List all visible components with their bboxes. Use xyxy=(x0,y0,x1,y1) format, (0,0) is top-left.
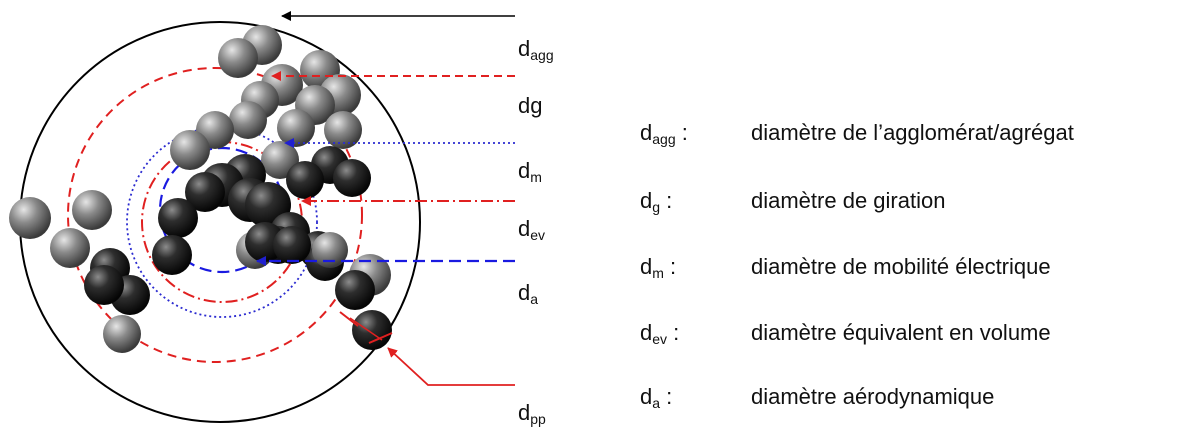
callout-a-base: d xyxy=(518,280,531,305)
callout-a: da xyxy=(518,280,539,307)
callout-ev-base: d xyxy=(518,216,531,241)
legend-description: diamètre de l’agglomérat/agrégat xyxy=(751,120,1074,145)
legend-symbol: da : xyxy=(640,382,730,412)
legend-symbol-base: d xyxy=(640,320,653,345)
legend-symbol-sub: agg xyxy=(652,131,676,147)
legend-symbol: dm : xyxy=(640,252,730,282)
primary-particle xyxy=(324,111,362,149)
legend-separator: : xyxy=(663,254,677,279)
legend-symbol: dev : xyxy=(640,318,730,348)
callout-g: dg xyxy=(518,95,542,117)
primary-particle xyxy=(312,232,348,268)
primary-particle xyxy=(158,198,198,238)
primary-particle xyxy=(352,310,392,350)
callout-g-base: dg xyxy=(518,93,543,118)
primary-particle xyxy=(152,235,192,275)
legend-description: diamètre équivalent en volume xyxy=(751,320,1051,345)
legend-description: diamètre aérodynamique xyxy=(751,384,995,409)
primary-particle xyxy=(9,197,51,239)
legend-symbol-base: d xyxy=(640,120,653,145)
callout-agg-sub: agg xyxy=(530,47,554,63)
callout-agg: dagg xyxy=(518,36,554,63)
callout-m-sub: m xyxy=(530,169,542,185)
primary-particle xyxy=(72,190,112,230)
callout-a-sub: a xyxy=(530,291,539,307)
gyration-circle xyxy=(67,67,363,363)
legend-separator: : xyxy=(660,384,673,409)
primary-particle xyxy=(103,315,141,353)
primary-particle xyxy=(50,228,90,268)
agglomerate-diagram xyxy=(9,11,515,423)
pp-tick-2 xyxy=(368,332,393,344)
primary-particle xyxy=(218,38,258,78)
callout-m: dm xyxy=(518,158,542,185)
callout-pp-sub: pp xyxy=(530,411,546,427)
primary-particle xyxy=(185,172,225,212)
primary-particle xyxy=(277,109,315,147)
primary-particles xyxy=(9,25,392,353)
primary-particle xyxy=(84,265,124,305)
legend-separator: : xyxy=(675,120,688,145)
legend-symbol-sub: m xyxy=(652,265,664,281)
legend-symbol: dg : xyxy=(640,186,730,216)
legend-symbol-sub: g xyxy=(652,199,661,215)
legend-separator: : xyxy=(667,320,680,345)
pp-dimension xyxy=(349,317,383,341)
primary-particle xyxy=(229,101,267,139)
pp-tick-1 xyxy=(339,311,359,327)
legend-symbol: dagg : xyxy=(640,118,730,148)
legend-separator: : xyxy=(660,188,673,213)
legend-symbol-base: d xyxy=(640,384,653,409)
primary-particle xyxy=(273,226,311,264)
legend-description: diamètre de mobilité électrique xyxy=(751,254,1051,279)
legend-symbol-sub: ev xyxy=(652,331,668,347)
primary-particle xyxy=(333,159,371,197)
legend-description: diamètre de giration xyxy=(751,188,946,213)
legend-symbol-sub: a xyxy=(652,395,661,411)
pp-leader xyxy=(387,347,515,386)
primary-particle xyxy=(170,130,210,170)
callout-ev: dev xyxy=(518,216,546,243)
callout-agg-base: d xyxy=(518,36,531,61)
legend-symbol-base: d xyxy=(640,254,653,279)
legend-symbol-base: d xyxy=(640,188,653,213)
callout-m-base: d xyxy=(518,158,531,183)
callout-ev-sub: ev xyxy=(530,227,546,243)
callout-pp-base: d xyxy=(518,400,531,425)
callout-pp: dpp xyxy=(518,400,546,427)
primary-particle xyxy=(286,161,324,199)
primary-particle xyxy=(335,270,375,310)
